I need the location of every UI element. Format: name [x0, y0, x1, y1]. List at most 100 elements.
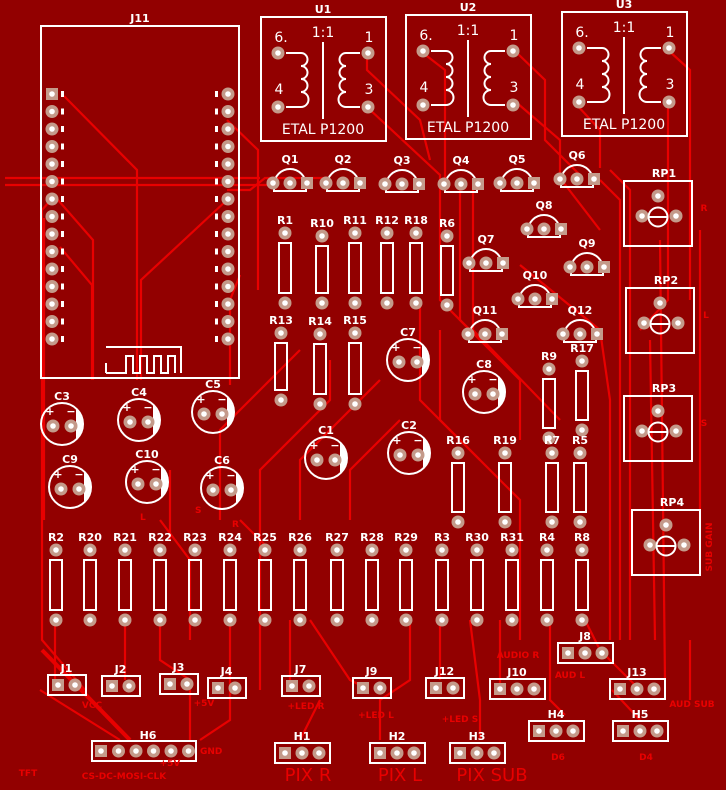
minus-icon: − — [66, 405, 75, 418]
j11-pin-left — [45, 192, 59, 206]
connector-j2[interactable]: J2 — [101, 663, 141, 697]
j11-label: J11 — [129, 12, 149, 25]
secondary-coil-icon — [482, 50, 505, 106]
connector-label: PIX R — [285, 765, 332, 786]
resistor-ref: R28 — [360, 531, 384, 544]
pin-label-mark — [61, 266, 64, 272]
j11-pin-right — [221, 262, 235, 276]
connector-pin — [182, 744, 195, 758]
resistor-r18: R18 — [404, 214, 428, 310]
connector-j12[interactable]: J12+LED S — [425, 665, 478, 725]
connector-j3[interactable]: J3+5V — [159, 661, 215, 709]
connector-j7[interactable]: J7+LED R — [281, 663, 325, 712]
capacitor-pin — [123, 415, 137, 429]
resistor-pin — [540, 613, 554, 627]
transistor-q11: Q11 — [461, 304, 508, 343]
connector-ref: H2 — [389, 730, 406, 743]
connector-label: AUDIO R — [497, 651, 540, 661]
transistor-pin — [454, 177, 468, 191]
transistor-pin — [462, 256, 476, 270]
resistor-pin — [542, 362, 556, 376]
transistor-pin — [413, 178, 425, 190]
connector-pin — [578, 646, 592, 660]
connector-label: +5V — [194, 699, 215, 709]
transistor-q9: Q9 — [563, 237, 610, 276]
tft-label: TFT — [19, 769, 38, 779]
connector-pin — [549, 724, 563, 738]
pin-label-mark — [61, 213, 64, 220]
resistor-r1: R1 — [277, 214, 293, 310]
transformer-pin — [506, 44, 520, 58]
transistor-q3: Q3 — [378, 154, 425, 193]
wiper-icon — [647, 206, 669, 228]
pin-label-3: 3 — [666, 77, 675, 93]
secondary-coil-icon — [638, 47, 661, 103]
connector-ref: J2 — [114, 663, 127, 676]
capacitor-c8: +−C8 — [462, 358, 506, 414]
connector-label: AUD L — [555, 671, 586, 681]
resistor-pin — [545, 446, 559, 460]
resistor-r14: R14 — [308, 315, 332, 411]
connector-pin — [373, 681, 387, 695]
trimpot-pin — [643, 538, 657, 552]
resistor-r27: R27 — [325, 531, 349, 627]
j11-pin-left — [45, 280, 59, 293]
capacitor-c7: +−C7 — [386, 326, 430, 382]
j11-pin-right — [221, 315, 235, 328]
plus-icon: + — [391, 341, 400, 354]
pin-label-3: 3 — [365, 82, 374, 98]
connector-ref: H4 — [548, 708, 565, 721]
pin-label-mark — [61, 143, 64, 150]
resistor-pin — [49, 543, 63, 557]
transistor-pin — [528, 292, 542, 306]
trimpot-ref: RP3 — [652, 382, 676, 395]
trimpot-pin — [651, 404, 665, 418]
j11-pin-right — [221, 245, 235, 258]
resistor-ref: R3 — [434, 531, 450, 544]
resistor-pin — [313, 327, 327, 341]
turns-ratio: 1:1 — [613, 20, 636, 36]
connector-label: PIX SUB — [456, 765, 527, 786]
pin-label-mark — [61, 301, 64, 307]
connector-j9[interactable]: J9+LED L — [352, 665, 394, 721]
wiper-icon — [655, 535, 677, 557]
resistor-pin — [258, 543, 272, 557]
connector-j4[interactable]: J4 — [207, 665, 247, 699]
trimpot-pin — [651, 189, 665, 203]
resistor-pin — [498, 515, 512, 529]
pin-label-1: 1 — [510, 28, 519, 44]
j11-pin-left — [45, 262, 59, 276]
connector-pin — [357, 682, 369, 694]
pin-label-6: 6. — [274, 30, 287, 46]
transistor-q2: Q2 — [319, 153, 366, 192]
j11-pin-right — [221, 227, 235, 241]
j11-pin-left — [45, 210, 59, 223]
resistor-pin — [540, 543, 554, 557]
pin-label-mark — [61, 336, 64, 342]
transistor-q5: Q5 — [493, 153, 540, 192]
pin-label-mark — [61, 248, 64, 255]
resistor-r4: R4 — [539, 531, 555, 627]
minus-icon: − — [330, 439, 339, 452]
resistor-ref: R30 — [465, 531, 489, 544]
resistor-pin — [399, 543, 413, 557]
pin-label-3: 3 — [510, 80, 519, 96]
transistor-pin — [546, 293, 558, 305]
transistor-pin — [354, 177, 366, 189]
pin-label-1: 1 — [666, 25, 675, 41]
connector-pin — [286, 680, 298, 692]
transformer-pin — [416, 44, 430, 58]
transformer-ref: U3 — [616, 0, 633, 11]
